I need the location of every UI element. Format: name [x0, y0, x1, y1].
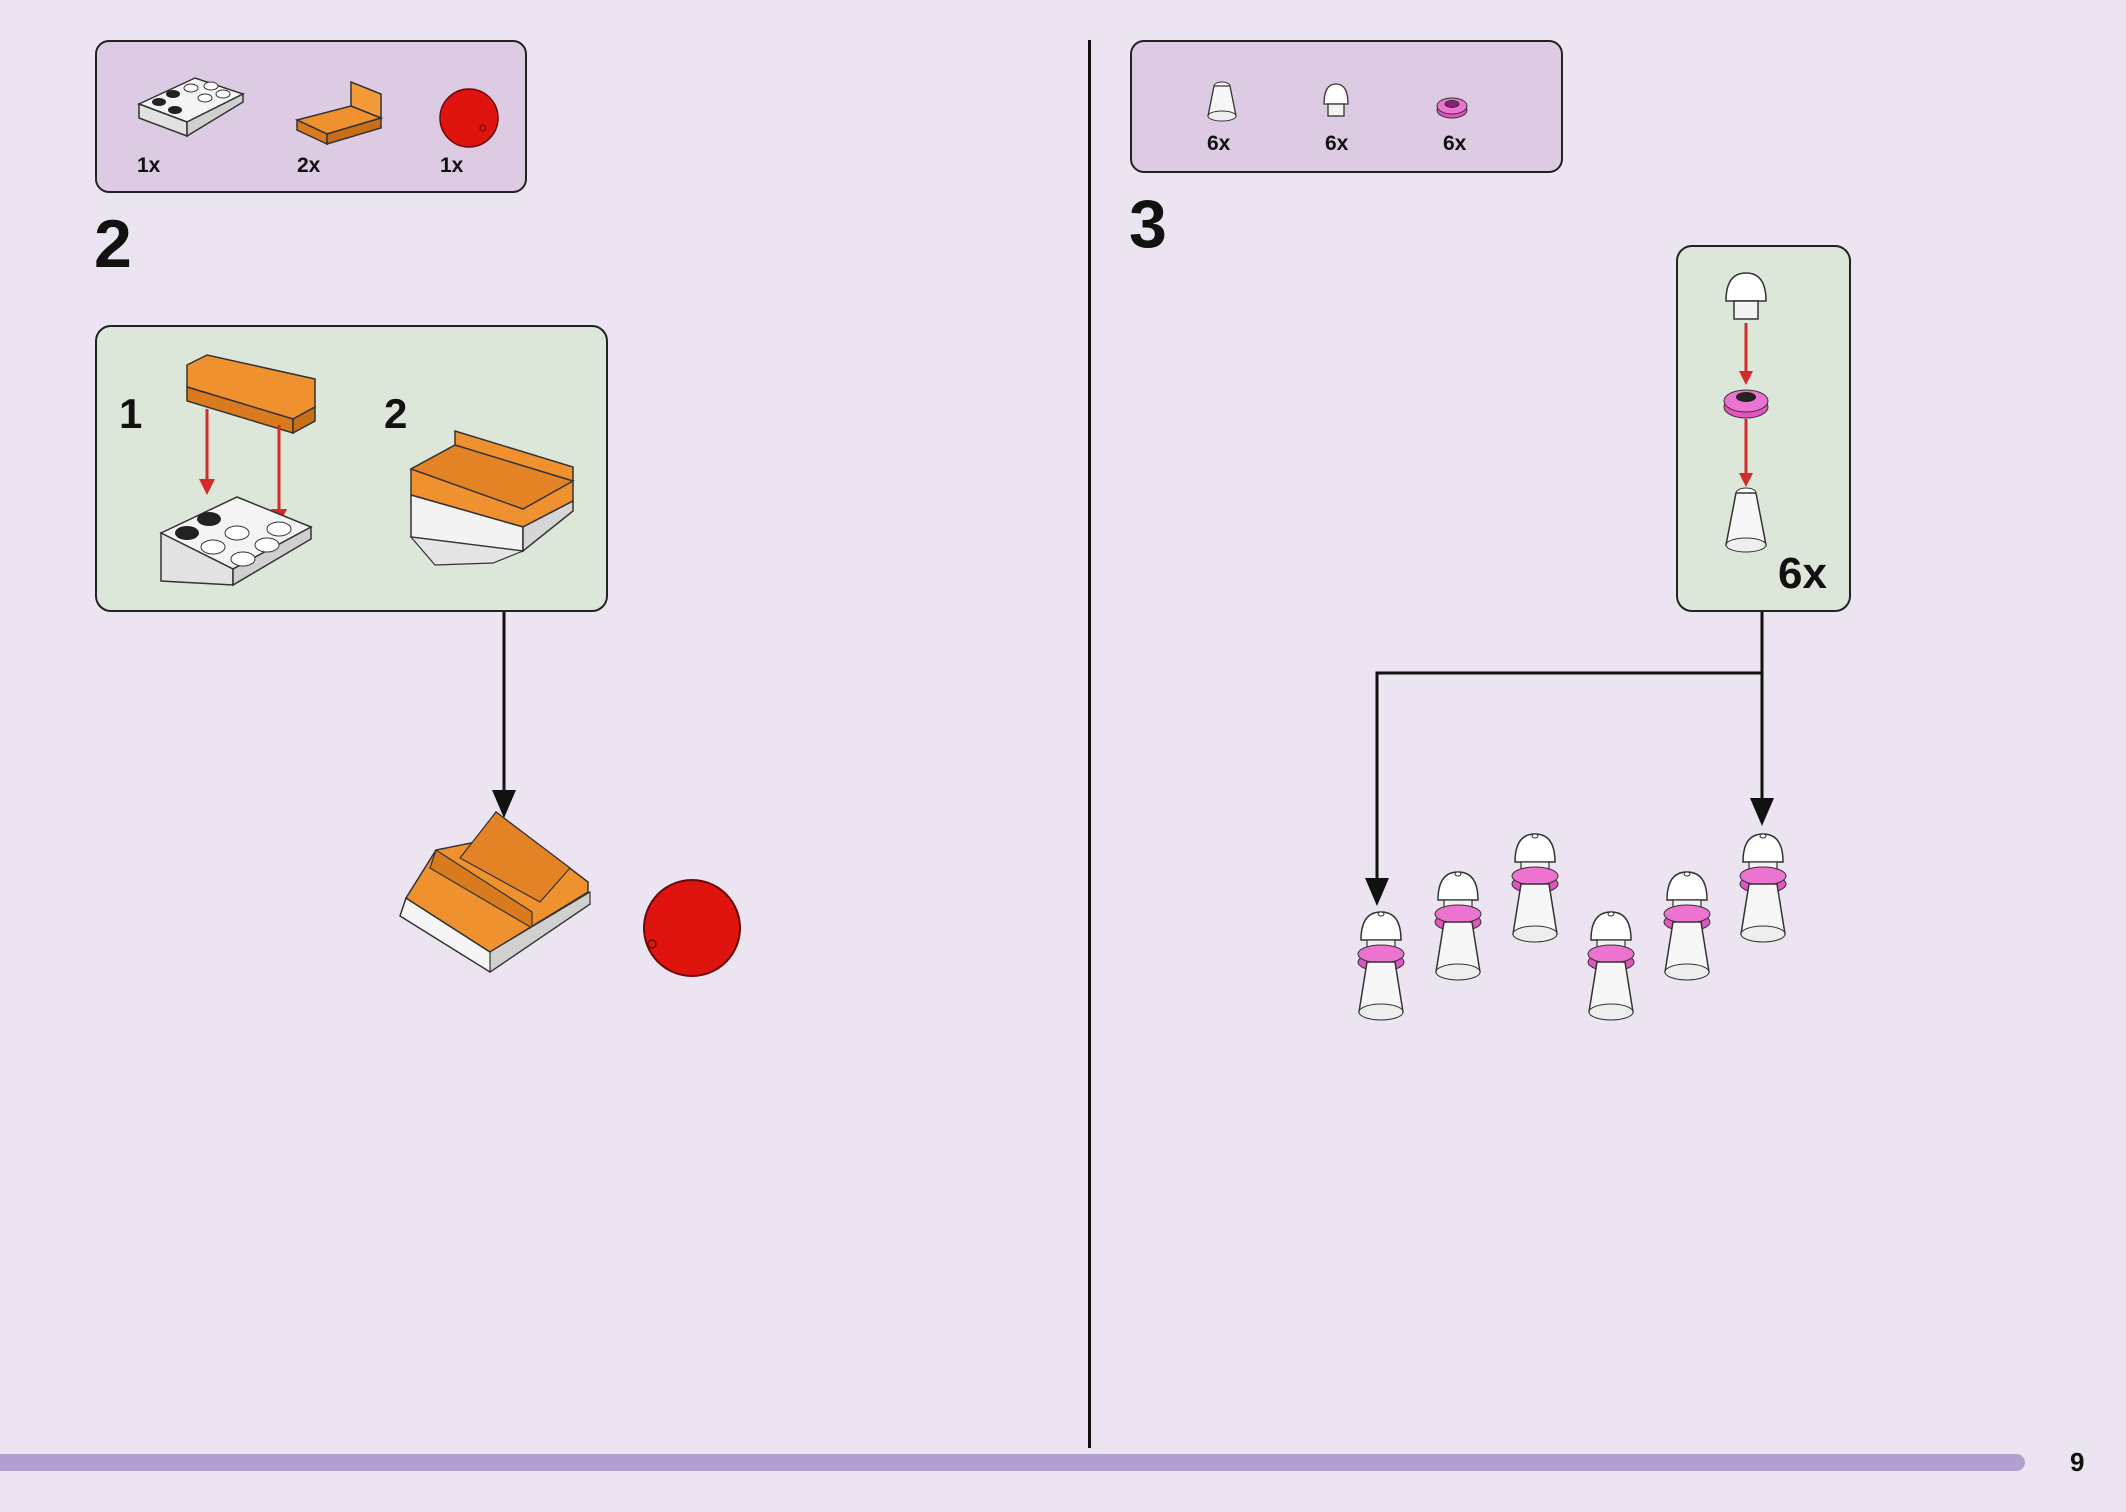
- step-number-3: 3: [1129, 186, 1167, 262]
- white-slope-brick-icon: [137, 77, 245, 138]
- substep-number-1: 1: [119, 390, 143, 437]
- part-qty-slope-brick: 1x: [137, 154, 161, 177]
- pin-exploded-illustration: [1723, 272, 1769, 553]
- page-divider: [1088, 40, 1091, 1448]
- multiplier-label: 6x: [1778, 549, 1827, 598]
- white-cone-icon: [1207, 81, 1237, 122]
- arrow-head-left: [492, 790, 516, 818]
- substep-2-illustration: [409, 429, 575, 566]
- white-dome-stud-icon: [1323, 83, 1349, 117]
- part-qty-dome: 6x: [1325, 132, 1349, 155]
- bowling-pin: [1357, 911, 1405, 1021]
- substep-number-2: 2: [384, 390, 408, 437]
- part-qty-bracket: 2x: [297, 154, 321, 177]
- step-number-2: 2: [94, 206, 132, 282]
- red-ball-icon: [439, 88, 499, 148]
- bowling-pin: [1434, 871, 1482, 981]
- part-qty-cone: 6x: [1207, 132, 1231, 155]
- substep-1-illustration: [159, 354, 316, 587]
- arrow-head-right-main: [1750, 798, 1774, 826]
- parts-list-step-2: 1x 2x 1x: [95, 40, 527, 193]
- assembled-ramp: [399, 810, 591, 974]
- footer-bar: [0, 1454, 2025, 1471]
- arrow-head-right-branch: [1365, 878, 1389, 906]
- bowling-pin: [1511, 833, 1559, 943]
- pink-round-plate-icon: [1436, 97, 1468, 119]
- orange-bracket-plate-icon: [294, 80, 384, 146]
- assembled-ball: [643, 879, 741, 977]
- subassembly-box: 1 2: [95, 325, 608, 612]
- bowling-pin: [1739, 833, 1787, 943]
- part-qty-round-plate: 6x: [1443, 132, 1467, 155]
- bowling-pin: [1663, 871, 1711, 981]
- pin-subassembly-box: 6x: [1676, 245, 1851, 612]
- parts-list-step-3: 6x 6x 6x: [1130, 40, 1563, 173]
- page-number: 9: [2070, 1447, 2085, 1477]
- part-qty-ball: 1x: [440, 154, 464, 177]
- bowling-pin: [1587, 911, 1635, 1021]
- arrow-line-right-branch: [1375, 671, 1762, 880]
